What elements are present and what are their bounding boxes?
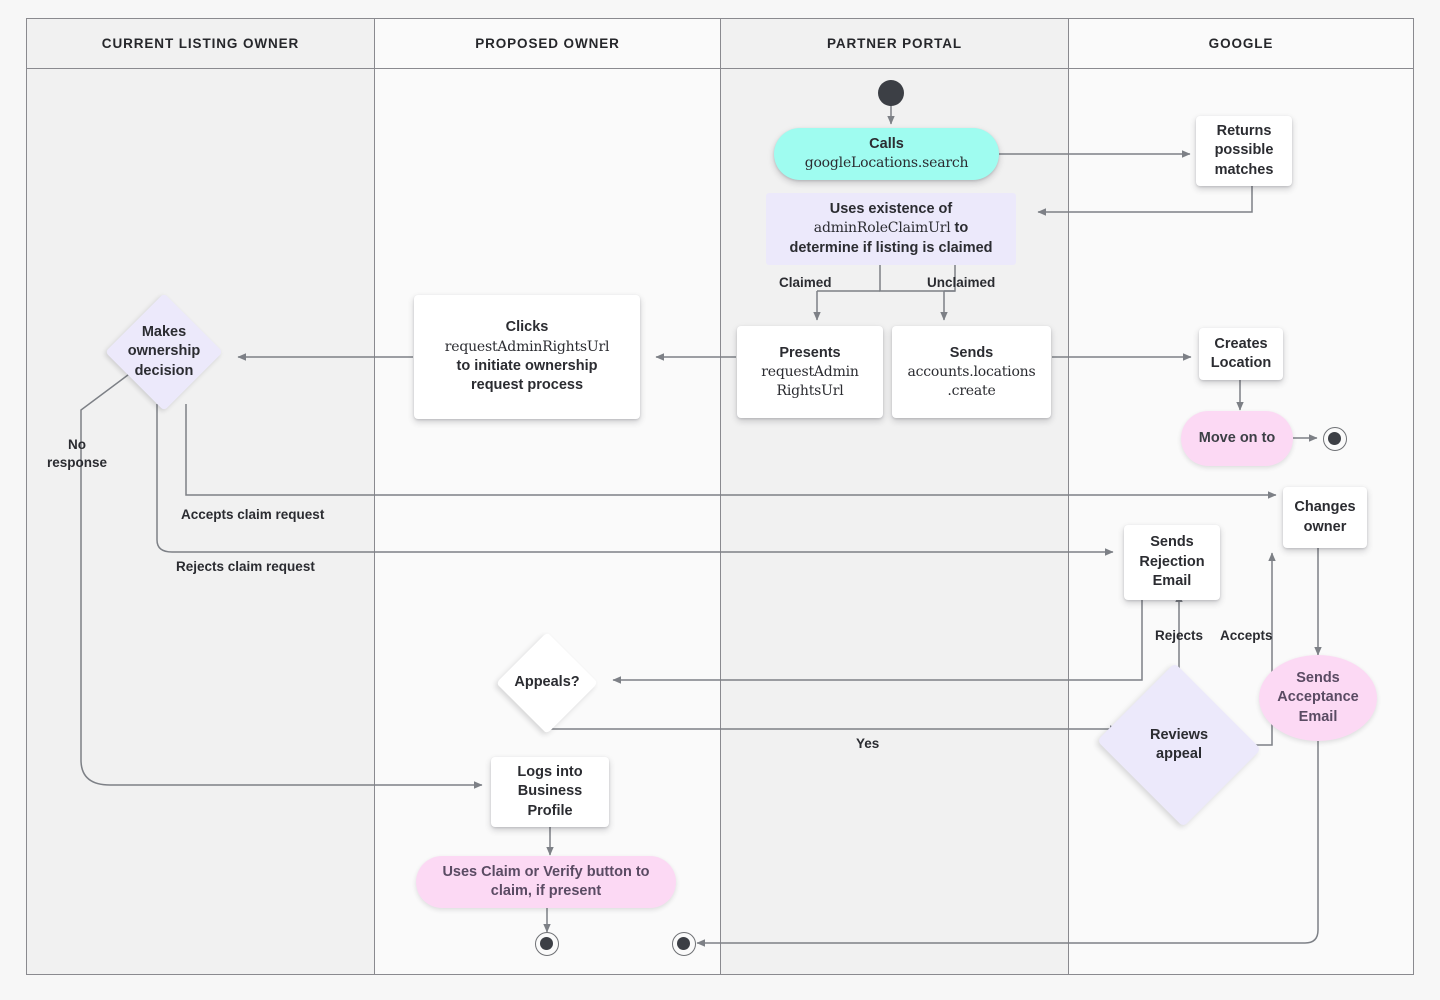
end-node-google	[1323, 427, 1347, 451]
lane-header-proposed-owner: PROPOSED OWNER	[375, 19, 721, 68]
node-reviews-appeal-label: Reviews appeal	[1149, 726, 1209, 762]
node-presents-requestadminrightsurl[interactable]: Presents requestAdmin RightsUrl	[737, 326, 883, 418]
node-uses-line2: adminRoleClaimUrl	[813, 220, 951, 237]
lane-body-proposed-owner	[375, 69, 721, 974]
node-clicks-line3: to initiate ownership	[456, 357, 598, 374]
edge-label-yes: Yes	[856, 736, 880, 751]
node-presents-line3: RightsUrl	[776, 382, 844, 399]
node-logs-into-business-profile[interactable]: Logs into Business Profile	[491, 757, 609, 827]
edge-label-no-response: No response	[46, 437, 108, 471]
node-reviews-appeal[interactable]: Reviews appeal	[1096, 662, 1262, 828]
node-move-on-to[interactable]: Move on to	[1181, 411, 1293, 466]
node-uses-line3: to	[950, 220, 969, 237]
edge-label-accepts: Accepts	[1220, 628, 1273, 643]
node-uses-existence-adminroleclaimurl[interactable]: Uses existence of adminRoleClaimUrl to d…	[766, 193, 1016, 265]
edge-label-claimed: Claimed	[779, 275, 832, 290]
edge-label-rejects: Rejects	[1155, 628, 1204, 643]
node-creates-location[interactable]: Creates Location	[1199, 328, 1283, 380]
node-clicks-line4: request process	[470, 377, 584, 394]
end-node-partner-portal	[672, 932, 696, 956]
edge-label-unclaimed: Unclaimed	[927, 275, 996, 290]
node-makes-decision-label: Makes ownership decision	[127, 323, 201, 379]
node-clicks-line1: Clicks	[505, 319, 549, 336]
node-clicks-requestadminrightsurl[interactable]: Clicks requestAdminRightsUrl to initiate…	[414, 295, 640, 419]
node-changes-owner[interactable]: Changes owner	[1283, 487, 1367, 548]
node-sendscreate-line1: Sends	[949, 344, 994, 361]
node-calls-line2: googleLocations.search	[804, 155, 969, 172]
node-uses-line4: determine if listing is claimed	[789, 239, 993, 256]
node-sendscreate-line2: accounts.locations	[907, 363, 1036, 380]
node-uses-line1: Uses existence of	[829, 200, 953, 217]
node-calls-line1: Calls	[869, 135, 904, 152]
node-presents-line2: requestAdmin	[761, 363, 859, 380]
node-appeals[interactable]: Appeals?	[496, 632, 598, 734]
node-sends-rejection-email[interactable]: Sends Rejection Email	[1124, 525, 1220, 600]
lane-header-partner-portal: PARTNER PORTAL	[721, 19, 1069, 68]
node-uses-claim-or-verify[interactable]: Uses Claim or Verify button to claim, if…	[416, 856, 676, 908]
node-sends-accounts-locations-create[interactable]: Sends accounts.locations .create	[892, 326, 1051, 418]
edge-label-rejects-claim-request: Rejects claim request	[176, 559, 315, 574]
node-clicks-line2: requestAdminRightsUrl	[444, 338, 610, 355]
node-sendscreate-line3: .create	[947, 382, 996, 399]
node-presents-line1: Presents	[779, 344, 841, 361]
end-node-proposed-owner	[535, 932, 559, 956]
edge-label-accepts-claim-request: Accepts claim request	[181, 507, 325, 522]
node-calls-googlelocations-search[interactable]: Calls googleLocations.search	[774, 128, 999, 180]
lane-header-google: GOOGLE	[1069, 19, 1413, 68]
node-appeals-label: Appeals?	[514, 674, 580, 691]
node-sends-acceptance-email[interactable]: Sends Acceptance Email	[1259, 655, 1377, 741]
node-returns-possible-matches[interactable]: Returns possible matches	[1196, 116, 1292, 186]
swimlane-header-row: CURRENT LISTING OWNER PROPOSED OWNER PAR…	[27, 19, 1413, 69]
start-node	[878, 80, 904, 106]
node-makes-ownership-decision[interactable]: Makes ownership decision	[105, 293, 223, 411]
lane-header-current-listing-owner: CURRENT LISTING OWNER	[27, 19, 375, 68]
